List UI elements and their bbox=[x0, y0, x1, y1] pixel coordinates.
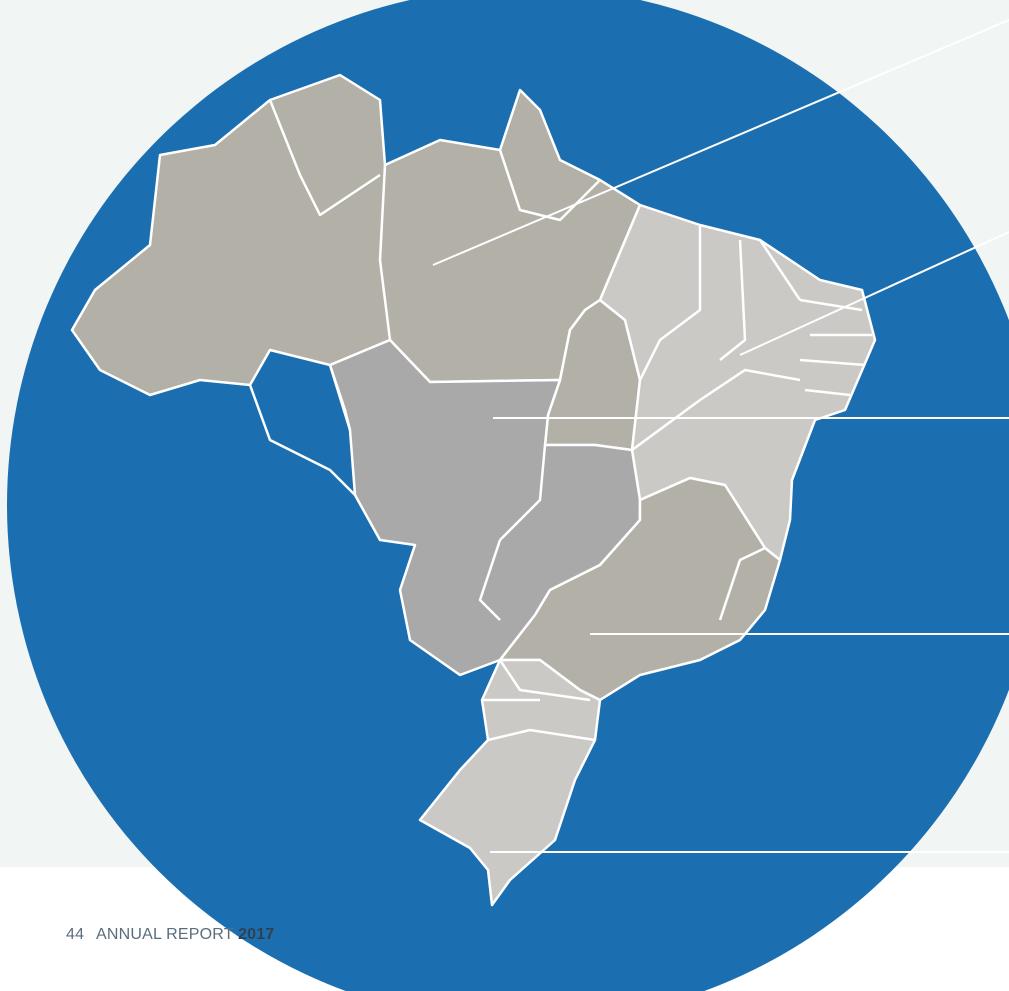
callout-line-north bbox=[432, 19, 1009, 266]
state-borders bbox=[248, 99, 872, 742]
page-footer: 44 ANNUAL REPORT 2017 bbox=[66, 926, 274, 944]
page-number: 44 bbox=[66, 926, 85, 943]
region-southeast bbox=[498, 476, 782, 702]
region-south bbox=[418, 658, 602, 907]
report-label: ANNUAL REPORT bbox=[95, 926, 234, 943]
callout-line-northeast bbox=[739, 231, 1009, 356]
region-northeast bbox=[598, 203, 877, 562]
report-year: 2017 bbox=[238, 926, 275, 943]
